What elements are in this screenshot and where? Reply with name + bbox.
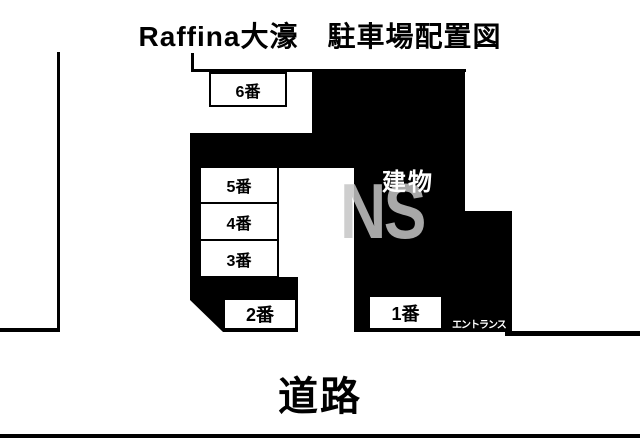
road-line-right [505, 331, 640, 336]
entrance-label: エントランス [452, 320, 507, 331]
left-boundary-horizontal-line [0, 328, 60, 332]
road-line-bottom [0, 434, 640, 438]
building-block-middle [354, 166, 465, 212]
parking-space-label: 6番 [235, 83, 261, 101]
parking-space-label: 1番 [391, 303, 420, 324]
parking-space-label: 2番 [245, 305, 274, 325]
building-label: 建物 [382, 169, 434, 196]
parking-space-label: 4番 [226, 215, 252, 233]
parking-space-1: 1番 [367, 294, 444, 331]
site-boundary-tick [191, 53, 194, 71]
parking-space-3: 3番 [199, 239, 279, 278]
parking-space-label: 3番 [226, 252, 252, 270]
left-boundary-vertical-line [57, 52, 60, 332]
parking-space-5: 5番 [199, 166, 279, 204]
building-band [190, 133, 465, 168]
parking-space-2: 2番 [222, 297, 298, 331]
parking-space-6: 6番 [209, 72, 287, 107]
road-label: 道路 [278, 375, 362, 419]
site-boundary-top-line [191, 69, 466, 72]
building-block-top [312, 72, 465, 134]
page-title: Raffina大濠 駐車場配置図 [138, 21, 502, 52]
parking-space-4: 4番 [199, 202, 279, 241]
parking-space-label: 5番 [226, 179, 252, 196]
